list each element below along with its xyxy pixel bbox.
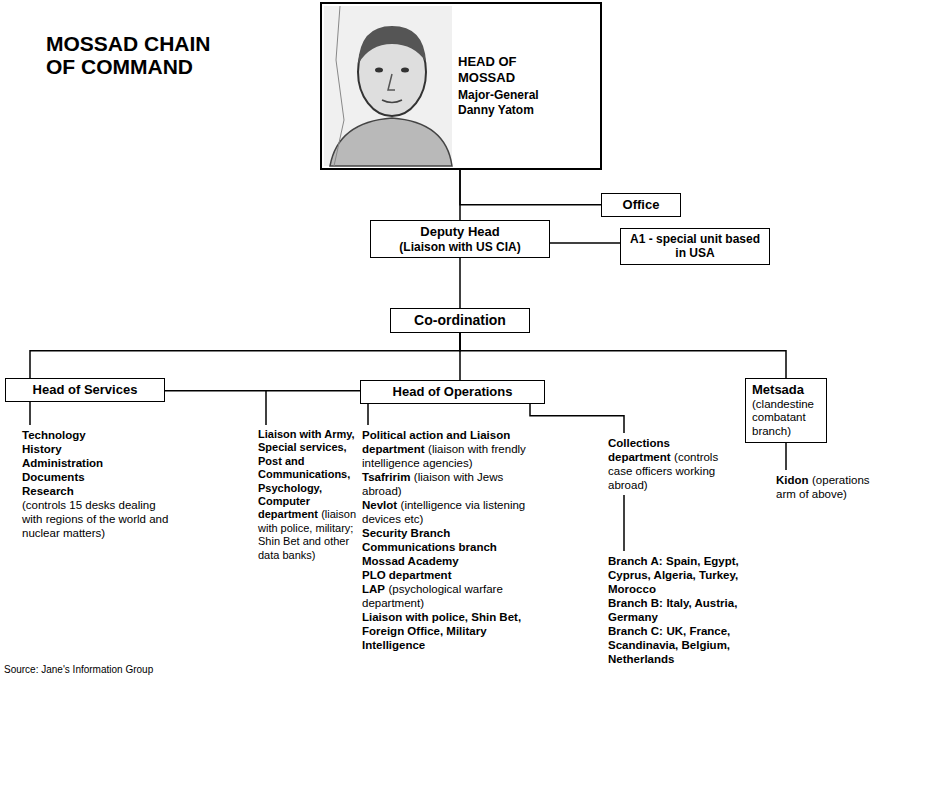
photo-shoulders	[330, 118, 452, 166]
box-note: Major-General Danny Yatom	[458, 88, 553, 117]
photo-nose	[388, 74, 395, 90]
unit-label: Research	[22, 485, 74, 497]
chart-title: MOSSAD CHAIN OF COMMAND	[46, 32, 221, 78]
unit-label: Liaison with Army, Special services, Pos…	[258, 428, 355, 520]
metsada-box: Metsada(clandestine combatant branch)	[745, 378, 827, 443]
label-row: Security Branch	[362, 526, 540, 540]
label-row: Kidon(operations arm of above)	[776, 473, 871, 501]
leader-line	[623, 495, 625, 551]
label-row: LAP(psychological warfare department)	[362, 582, 540, 610]
leader-line	[265, 391, 267, 425]
photo-eye	[401, 68, 409, 73]
label-row: Technology	[22, 428, 172, 442]
unit-label: Administration	[22, 457, 103, 469]
label-column: Political action and Liaison department(…	[362, 428, 540, 652]
org-connector	[550, 242, 620, 244]
box-heading: Metsada	[752, 382, 820, 398]
unit-label: Tsafririm	[362, 471, 410, 483]
label-row: Branch A:Spain, Egypt, Cyprus, Algeria, …	[608, 554, 773, 596]
photo-ground	[324, 6, 452, 166]
box-heading: HEAD OF MOSSAD	[458, 54, 553, 85]
leader-line	[530, 404, 624, 433]
label-column: Kidon(operations arm of above)	[776, 473, 871, 501]
unit-label: Branch A:	[608, 555, 663, 567]
label-row: Nevlot(intelligence via listening device…	[362, 498, 540, 526]
label-column: Collections department(controls case off…	[608, 436, 733, 492]
label-column: Branch A:Spain, Egypt, Cyprus, Algeria, …	[608, 554, 773, 666]
unit-note: (controls 15 desks dealing with regions …	[22, 499, 168, 539]
label-row: (controls 15 desks dealing with regions …	[22, 498, 172, 540]
box-note: (Liaison with US CIA)	[377, 240, 543, 254]
unit-box: A1 - special unit based in USA	[620, 228, 770, 265]
unit-label: Documents	[22, 471, 85, 483]
unit-label: Security Branch	[362, 527, 450, 539]
label-row: Documents	[22, 470, 172, 484]
box-heading: Head of Services	[12, 382, 158, 398]
label-row: Source: Jane's Information Group	[4, 664, 264, 676]
photo-eye	[375, 68, 383, 73]
label-row: Political action and Liaison department(…	[362, 428, 540, 470]
label-row: Mossad Academy	[362, 554, 540, 568]
label-column: Liaison with Army, Special services, Pos…	[258, 428, 357, 562]
org-connector	[459, 258, 461, 308]
source-note: Source: Jane's Information Group	[4, 664, 153, 675]
box-heading: Head of Operations	[367, 384, 538, 400]
unit-label: Kidon	[776, 474, 809, 486]
label-row: Liaison with Army, Special services, Pos…	[258, 428, 357, 562]
unit-label: Branch B:	[608, 597, 663, 609]
label-row: Liaison with police, Shin Bet, Foreign O…	[362, 610, 540, 652]
office-box: Office	[601, 193, 681, 217]
box-heading: Deputy Head	[377, 224, 543, 240]
portrait-photo	[324, 6, 452, 166]
unit-label: Collections department	[608, 437, 671, 463]
label-row: Tsafririm(liaison with Jews abroad)	[362, 470, 540, 498]
unit-label: Nevlot	[362, 499, 397, 511]
photo-edge	[334, 6, 344, 166]
label-row: Administration	[22, 456, 172, 470]
deputy-box: Deputy Head(Liaison with US CIA)	[370, 220, 550, 258]
coordination-box: Co-ordination	[390, 308, 530, 333]
unit-label: Branch C:	[608, 625, 663, 637]
photo-mouth	[382, 100, 402, 103]
label-row: Research	[22, 484, 172, 498]
unit-label: Liaison with police, Shin Bet, Foreign O…	[362, 611, 521, 651]
unit-label: History	[22, 443, 62, 455]
org-connector	[30, 333, 460, 378]
box-heading: Office	[608, 197, 674, 213]
unit-label: Communications branch	[362, 541, 497, 553]
org-connector	[460, 333, 786, 378]
org-connector	[165, 390, 360, 392]
label-row: Collections department(controls case off…	[608, 436, 733, 492]
label-row: Branch C:UK, France, Scandinavia, Belgiu…	[608, 624, 773, 666]
services-box: Head of Services	[5, 378, 165, 402]
label-row: PLO department	[362, 568, 540, 582]
photo-hair	[358, 26, 426, 64]
box-note: (clandestine combatant branch)	[752, 398, 820, 439]
unit-label: Technology	[22, 429, 86, 441]
label-row: Branch B:Italy, Austria, Germany	[608, 596, 773, 624]
label-row: Communications branch	[362, 540, 540, 554]
head-box: HEAD OF MOSSAD Major-General Danny Yatom	[320, 2, 602, 170]
unit-label: PLO department	[362, 569, 451, 581]
unit-label: Mossad Academy	[362, 555, 459, 567]
label-row: History	[22, 442, 172, 456]
leader-line	[785, 443, 787, 470]
leader-line	[29, 402, 31, 425]
box-heading: Co-ordination	[397, 312, 523, 329]
org-connector	[460, 170, 601, 205]
unit-label: LAP	[362, 583, 385, 595]
operations-box: Head of Operations	[360, 380, 545, 404]
box-heading: A1 - special unit based in USA	[627, 232, 763, 261]
leader-line	[367, 404, 369, 425]
label-column: TechnologyHistoryAdministrationDocuments…	[22, 428, 172, 540]
label-column: Source: Jane's Information Group	[4, 664, 264, 676]
